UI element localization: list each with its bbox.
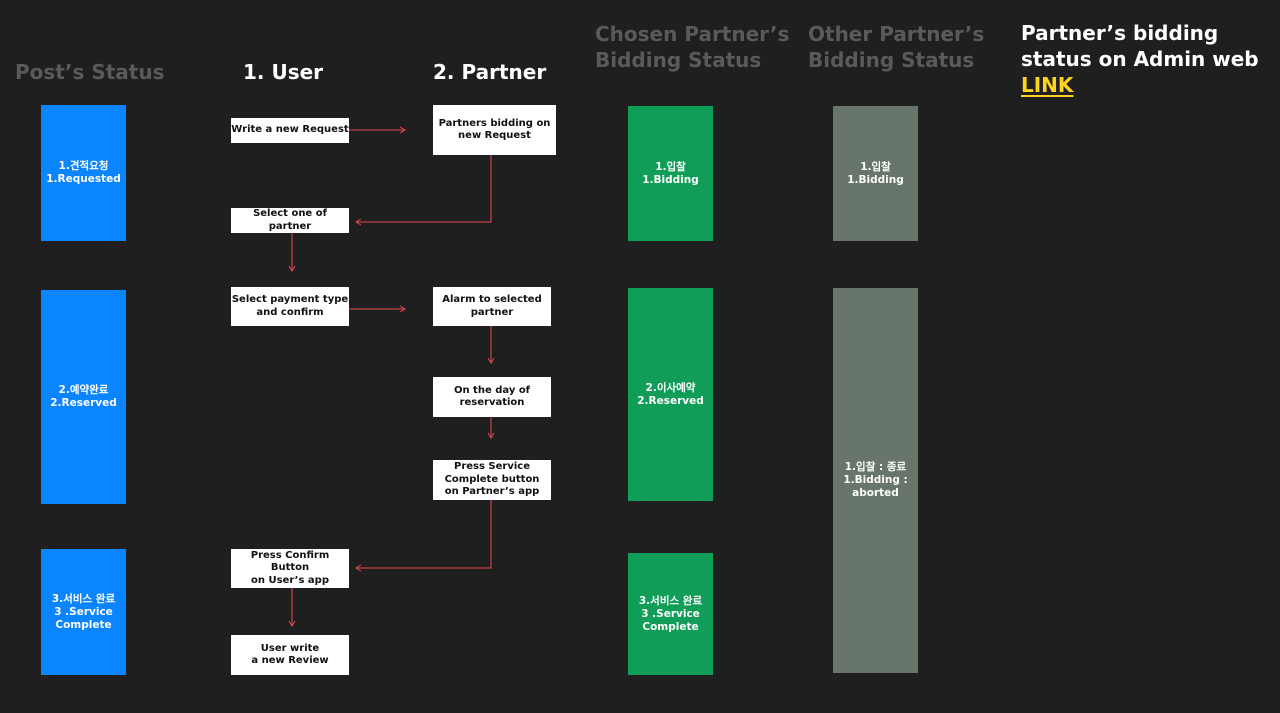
step-write-request: Write a new Request — [231, 118, 349, 143]
post-status-header: Post’s Status — [15, 60, 165, 84]
status-label-ko: 3.서비스 완료 — [51, 592, 116, 605]
step-label: partner — [470, 306, 514, 318]
step-label: On the day of — [453, 384, 531, 396]
step-label: Press Service — [453, 461, 530, 473]
other-partner-header: Other Partner’s Bidding Status — [808, 21, 984, 73]
step-label: Write a new Request — [231, 124, 349, 136]
status-label-ko: 3.서비스 완료 — [638, 594, 703, 607]
post-status-requested: 1.견적요청 1.Requested — [41, 105, 126, 241]
status-label-en: 2.Reserved — [50, 397, 117, 409]
step-reservation-day: On the day of reservation — [433, 377, 551, 417]
other-status-aborted: 1.입찰 : 종료 1.Bidding : aborted — [833, 288, 918, 673]
status-label-ko: 1.견적요청 — [58, 160, 109, 172]
arrow-complete-to-confirm — [355, 500, 492, 572]
other-partner-header-line-1: Other Partner’s — [808, 22, 985, 46]
step-label: Complete button — [444, 473, 540, 485]
status-label-ko: 1.입찰 — [860, 160, 891, 173]
step-write-review: User write a new Review — [231, 635, 349, 675]
partner-column-header: 2. Partner — [433, 60, 547, 84]
admin-status-header: Partner’s bidding status on Admin web LI… — [1021, 20, 1259, 98]
status-label-en: 1.Bidding — [847, 173, 904, 186]
step-alarm-partner: Alarm to selected partner — [433, 287, 551, 326]
status-label-ko: 2.이사예약 — [645, 381, 696, 394]
post-status-reserved: 2.예약완료 2.Reserved — [41, 290, 126, 504]
status-label-en-2: aborted — [852, 487, 899, 499]
chosen-partner-header: Chosen Partner’s Bidding Status — [595, 21, 789, 73]
step-label: User write — [260, 642, 320, 654]
step-select-partner: Select one of partner — [231, 208, 349, 233]
step-label: Select one of partner — [253, 208, 327, 232]
status-label-en: 1.Requested — [46, 173, 121, 185]
chosen-status-bidding: 1.입찰 1.Bidding — [628, 106, 713, 241]
step-press-service-complete: Press Service Complete button on Partner… — [433, 460, 551, 500]
step-label: and confirm — [256, 306, 324, 318]
status-label-en: 3 .Service — [641, 607, 700, 620]
status-label-en: 1.Bidding : — [843, 474, 908, 486]
status-label-ko: 1.입찰 — [655, 160, 686, 173]
user-column-header: 1. User — [243, 60, 324, 84]
step-label: on Partner’s app — [444, 486, 540, 498]
step-label: a new Review — [251, 655, 329, 666]
status-label-ko: 2.예약완료 — [58, 384, 109, 396]
chosen-partner-header-line-2: Bidding Status — [595, 48, 762, 72]
status-label-en-2: Complete — [642, 620, 699, 633]
chosen-partner-header-line-1: Chosen Partner’s — [595, 22, 790, 46]
admin-header-line-1: Partner’s bidding — [1021, 21, 1219, 45]
step-label: on User’s app — [251, 574, 329, 586]
chosen-status-reserved: 2.이사예약 2.Reserved — [628, 288, 713, 501]
other-status-bidding: 1.입찰 1.Bidding — [833, 106, 918, 241]
other-partner-header-line-2: Bidding Status — [808, 48, 975, 72]
step-label: Press Confirm Button — [250, 549, 330, 574]
step-label: Select payment type — [231, 294, 349, 305]
step-press-confirm: Press Confirm Button on User’s app — [231, 549, 349, 588]
status-label-en-2: Complete — [55, 618, 112, 631]
status-label-en: 2.Reserved — [637, 394, 704, 407]
arrow-bidding-to-select — [355, 155, 492, 226]
step-label: Alarm to selected — [442, 294, 542, 305]
status-label-ko: 1.입찰 : 종료 — [844, 461, 907, 473]
status-label-en: 1.Bidding — [642, 173, 699, 186]
step-label: Partners bidding on — [438, 117, 551, 129]
admin-web-link[interactable]: LINK — [1021, 73, 1074, 97]
post-status-service-complete: 3.서비스 완료 3 .Service Complete — [41, 549, 126, 675]
status-label-en: 3 .Service — [54, 605, 113, 618]
step-label: reservation — [459, 397, 525, 408]
admin-header-line-2: status on Admin web — [1021, 47, 1259, 71]
step-select-payment: Select payment type and confirm — [231, 287, 349, 326]
chosen-status-service-complete: 3.서비스 완료 3 .Service Complete — [628, 553, 713, 675]
step-label: new Request — [458, 130, 531, 141]
step-partners-bidding: Partners bidding on new Request — [433, 105, 556, 155]
